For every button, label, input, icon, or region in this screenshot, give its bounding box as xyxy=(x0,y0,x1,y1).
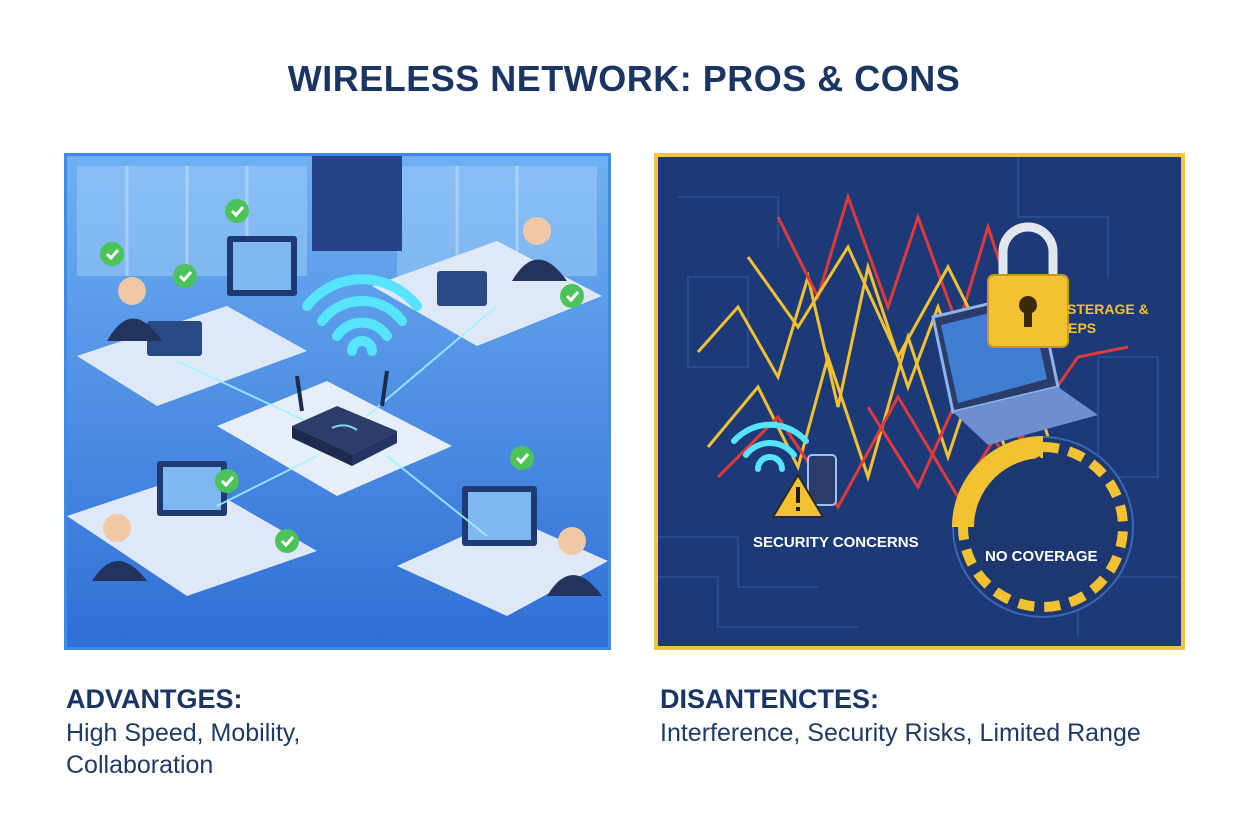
no-coverage-label: NO COVERAGE xyxy=(985,548,1098,565)
lock-label-line1: IASTERAGE & xyxy=(1053,301,1149,317)
advantages-illustration xyxy=(64,153,611,650)
desk-top-right xyxy=(372,217,602,346)
advantages-line2: Collaboration xyxy=(66,751,214,779)
router-icon xyxy=(292,370,397,466)
desk-bottom-right xyxy=(397,486,608,616)
disadvantages-heading: DISANTENCTES: xyxy=(660,684,880,714)
wifi-icon xyxy=(302,274,422,356)
desk-top-left xyxy=(77,236,307,406)
warning-icon xyxy=(771,473,825,518)
security-concerns-label: SECURITY CONCERNS xyxy=(753,534,919,551)
coverage-gauge-icon xyxy=(952,436,1134,618)
advantages-line1: High Speed, Mobility, xyxy=(66,719,301,747)
check-icons xyxy=(100,199,584,553)
wifi-icon xyxy=(731,421,809,472)
lock-label-line2: DEPS xyxy=(1058,320,1096,336)
page-title: WIRELESS NETWORK: PROS & CONS xyxy=(287,58,961,99)
office-windows xyxy=(77,166,597,276)
advantages-heading: ADVANTGES: xyxy=(66,684,243,714)
disadvantages-text: Interference, Security Risks, Limited Ra… xyxy=(660,719,1141,747)
padlock-icon xyxy=(987,222,1069,348)
phone-icon xyxy=(807,454,837,506)
desk-bottom-left xyxy=(67,461,317,596)
disadvantages-illustration: IASTERAGE & DEPS SECURITY CONCERNS NO CO… xyxy=(654,153,1185,650)
server-rack xyxy=(312,156,402,251)
signal-lines xyxy=(176,305,498,537)
